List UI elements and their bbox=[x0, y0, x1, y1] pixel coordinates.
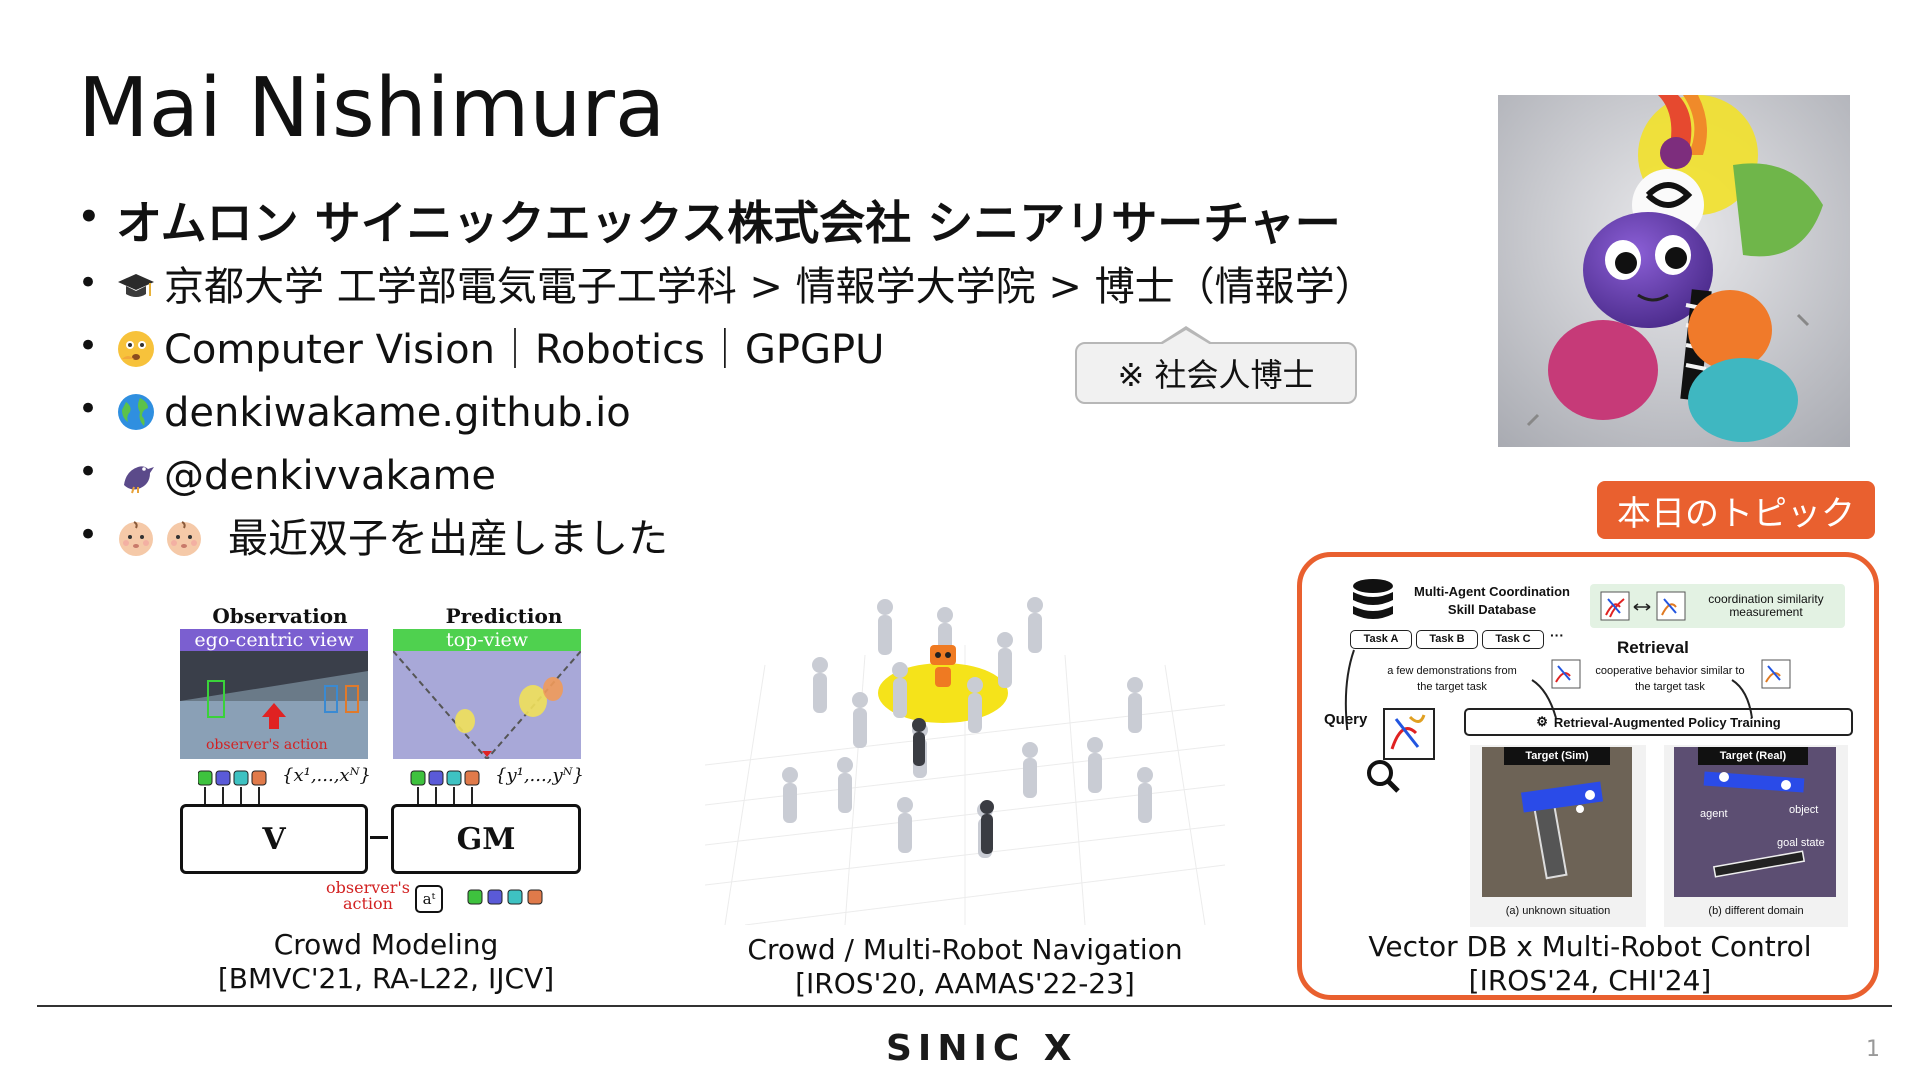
pred-banner: top-view bbox=[393, 629, 581, 651]
ego-view-image bbox=[180, 651, 368, 759]
task-c-chip: Task C bbox=[1482, 630, 1544, 649]
query-search-icon bbox=[1367, 708, 1435, 793]
profile-bullet-list: • オムロン サイニックエックス株式会社 シニアリサーチャー • 京都大学 工学… bbox=[78, 200, 1375, 581]
database-icon bbox=[1353, 579, 1393, 619]
robot-icon bbox=[930, 645, 956, 687]
network-icon: ⚙ bbox=[1536, 714, 1548, 729]
sim-image bbox=[1482, 747, 1632, 897]
bird-icon bbox=[116, 455, 156, 495]
output-sequence-icons bbox=[467, 889, 543, 905]
rapt-bar: ⚙Retrieval-Augmented Policy Training bbox=[1464, 708, 1853, 736]
coop-behavior-label: cooperative behavior similar to the targ… bbox=[1595, 665, 1745, 693]
real-image bbox=[1674, 747, 1836, 897]
obs-banner: ego-centric view bbox=[180, 629, 368, 651]
globe-icon bbox=[116, 392, 156, 432]
bullet-education: • 京都大学 工学部電気電子工学科 > 情報学大学院 > 博士（情報学） bbox=[78, 263, 1375, 310]
goal-state-label: goal state bbox=[1777, 837, 1825, 849]
task-a-chip: Task A bbox=[1350, 630, 1412, 649]
db-title: Multi-Agent Coordination Skill Database bbox=[1414, 584, 1570, 617]
callout-pointer-fill bbox=[1161, 330, 1211, 345]
todays-topic-label: 本日のトピック bbox=[1597, 481, 1875, 539]
baby-face-icon bbox=[164, 518, 204, 558]
observer-action-label-2: observer's action bbox=[326, 878, 410, 913]
caption-vector-db: Vector DB x Multi-Robot Control [IROS'24… bbox=[1368, 930, 1812, 997]
observer-action-label: observer's action bbox=[206, 737, 328, 753]
bullet-website: • denkiwakame.github.io bbox=[78, 389, 631, 436]
y-sequence: {y¹,...,yᴺ} bbox=[495, 765, 584, 786]
action-symbol: aᵗ bbox=[415, 885, 443, 913]
slide-title: Mai Nishimura bbox=[78, 61, 666, 156]
similarity-label: coordination similarity measurement bbox=[1708, 592, 1824, 619]
sinicx-logo: SINIC X bbox=[886, 1028, 1078, 1069]
v-to-gm-arrow bbox=[370, 836, 388, 839]
feature-sequence-icons bbox=[198, 770, 480, 807]
figure-crowd-navigation bbox=[704, 585, 1226, 926]
few-demos-label: a few demonstrations from the target tas… bbox=[1387, 665, 1517, 693]
bullet-personal-news: • 最近双子を出産しました bbox=[78, 515, 668, 562]
object-label: object bbox=[1789, 804, 1819, 816]
target-sim-tag: Target (Sim) bbox=[1504, 747, 1610, 765]
top-view-image bbox=[393, 651, 581, 759]
similarity-panel bbox=[1590, 584, 1845, 628]
x-sequence: {x¹,...,xᴺ} bbox=[282, 765, 371, 786]
cap-unknown-situation: (a) unknown situation bbox=[1505, 905, 1611, 917]
task-ellipsis: ··· bbox=[1550, 627, 1564, 643]
retrieval-arrows bbox=[1344, 649, 1791, 730]
target-real-tag: Target (Real) bbox=[1698, 747, 1808, 765]
todays-topic-frame bbox=[1297, 552, 1879, 1000]
bullet-affiliation: • オムロン サイニックエックス株式会社 シニアリサーチャー bbox=[78, 196, 1341, 250]
thinking-face-icon bbox=[116, 329, 156, 369]
page-number: 1 bbox=[1866, 1037, 1880, 1062]
bullet-research-fields: • Computer Vision｜Robotics｜GPGPU bbox=[78, 326, 885, 373]
graduation-cap-icon bbox=[116, 266, 156, 306]
footer-divider bbox=[37, 1005, 1892, 1007]
baby-face-icon bbox=[116, 518, 156, 558]
query-label: Query bbox=[1324, 711, 1368, 728]
caption-crowd-modeling: Crowd Modeling [BMVC'21, RA-L22, IJCV] bbox=[217, 928, 555, 995]
cap-different-domain: (b) different domain bbox=[1708, 905, 1804, 917]
figure-crowd-modeling: Observation (τ) Prediction (τ+1) ego-cen… bbox=[178, 602, 588, 922]
gm-box: GM bbox=[391, 804, 581, 874]
figure-vector-db: Multi-Agent Coordination Skill Database … bbox=[1322, 575, 1853, 930]
trajectory-compare-icons bbox=[1600, 591, 1686, 621]
bullet-social-handle: • @denkivvakame bbox=[78, 452, 497, 499]
retrieval-label: Retrieval bbox=[1617, 638, 1689, 657]
callout-working-phd: ※ 社会人博士 bbox=[1075, 342, 1357, 404]
caption-crowd-navigation: Crowd / Multi-Robot Navigation [IROS'20,… bbox=[747, 933, 1183, 1000]
profile-photo bbox=[1498, 95, 1850, 447]
task-b-chip: Task B bbox=[1416, 630, 1478, 649]
agent-label: agent bbox=[1700, 808, 1728, 820]
v-box: V bbox=[180, 804, 368, 874]
